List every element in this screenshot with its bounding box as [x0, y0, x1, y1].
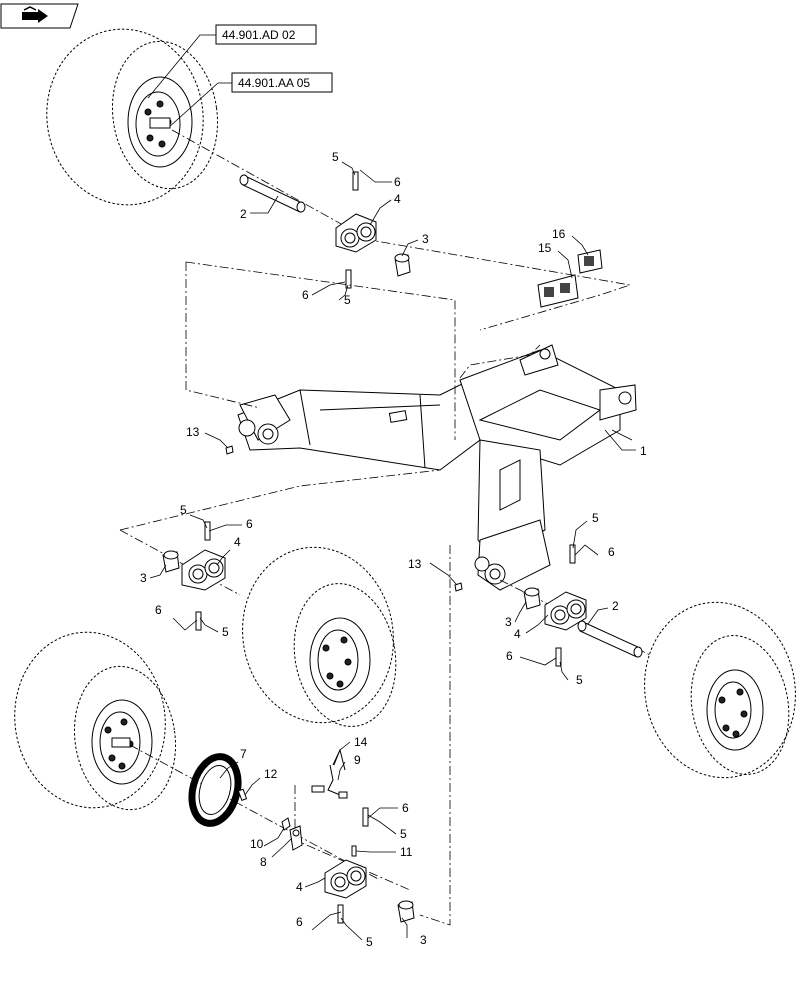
- callout-10: 10: [250, 837, 264, 851]
- callout-5-mid-right-b: 5: [576, 673, 583, 687]
- reference-text-ad: 44.901.AD 02: [222, 28, 296, 42]
- callout-6-bottom-b: 6: [296, 915, 303, 929]
- tone-ring-7: [188, 753, 242, 827]
- callout-5-top-b: 5: [344, 293, 351, 307]
- callout-5-mid-right-a: 5: [592, 511, 599, 525]
- book-arrow-icon[interactable]: [0, 3, 79, 29]
- bracket-4-top: [335, 213, 377, 253]
- callout-6-bottom-a: 6: [402, 801, 409, 815]
- callout-4-bottom: 4: [296, 880, 303, 894]
- callout-labels: 1 2 2 3 3 3 3 4 4 4 4 5 5 5 5 5 5 5 5 6 …: [140, 150, 647, 949]
- callout-2-top: 2: [240, 207, 247, 221]
- callout-5-bottom-a: 5: [400, 827, 407, 841]
- callout-14: 14: [354, 735, 368, 749]
- pin-2-right: [577, 620, 643, 658]
- pin-5-top: [345, 171, 359, 289]
- callout-13-left: 13: [186, 425, 200, 439]
- callout-6-top-a: 6: [394, 175, 401, 189]
- callout-8: 8: [260, 855, 267, 869]
- callout-6-mid-left-b: 6: [155, 603, 162, 617]
- tire-middle-center: [242, 546, 397, 727]
- bushing-3-bottom: [397, 900, 415, 923]
- callout-6-mid-left-a: 6: [246, 517, 253, 531]
- callout-6-mid-right-a: 6: [608, 545, 615, 559]
- callout-5-mid-left-b: 5: [222, 625, 229, 639]
- frame-1: [237, 344, 637, 591]
- callout-4-top: 4: [394, 192, 401, 206]
- callout-4-mid-right: 4: [514, 627, 521, 641]
- clip-10: [281, 817, 291, 831]
- tire-right: [644, 601, 796, 779]
- bushing-3-top: [394, 253, 411, 277]
- callout-3-bottom: 3: [420, 933, 427, 947]
- callout-5-bottom-b: 5: [366, 935, 373, 949]
- leader-lines: [149, 161, 636, 941]
- callout-13-right: 13: [408, 557, 422, 571]
- bushing-3-mid-right: [523, 587, 541, 610]
- callout-2-right: 2: [612, 599, 619, 613]
- pin-5-mid-right: [555, 544, 576, 667]
- callout-5-mid-left-a: 5: [180, 503, 187, 517]
- screw-11: [351, 845, 357, 857]
- callout-1: 1: [640, 444, 647, 458]
- bracket-4-mid-left: [181, 549, 226, 591]
- bracket-4-bottom: [324, 859, 367, 899]
- callout-6-mid-right-b: 6: [506, 649, 513, 663]
- reference-box-ad[interactable]: 44.901.AD 02: [215, 24, 317, 45]
- callout-7: 7: [240, 747, 247, 761]
- tire-bottom-left: [14, 631, 177, 811]
- bracket-4-mid-right: [544, 591, 587, 631]
- decal-15: [537, 274, 579, 308]
- callout-12: 12: [264, 767, 278, 781]
- callout-4-mid-left: 4: [234, 535, 241, 549]
- reference-text-aa: 44.901.AA 05: [238, 76, 310, 90]
- sensor-9: [311, 764, 348, 799]
- callout-3-mid-left: 3: [140, 571, 147, 585]
- callout-5-top-a: 5: [332, 150, 339, 164]
- sensor-bracket-8: [289, 825, 303, 851]
- bolt-12: [237, 788, 248, 802]
- pin-5-bottom: [337, 807, 369, 924]
- bushing-3-mid-left: [162, 550, 180, 573]
- callout-6-top-b: 6: [302, 288, 309, 302]
- callout-9: 9: [354, 753, 361, 767]
- callout-16: 16: [552, 227, 566, 241]
- decal-16: [577, 249, 603, 274]
- callout-11: 11: [400, 845, 413, 859]
- tire-top-left: [46, 28, 219, 206]
- callout-3-top: 3: [422, 232, 429, 246]
- reference-box-aa[interactable]: 44.901.AA 05: [231, 72, 333, 93]
- callout-15: 15: [538, 241, 552, 255]
- callout-3-mid-right: 3: [505, 615, 512, 629]
- pin-2-top: [239, 174, 306, 213]
